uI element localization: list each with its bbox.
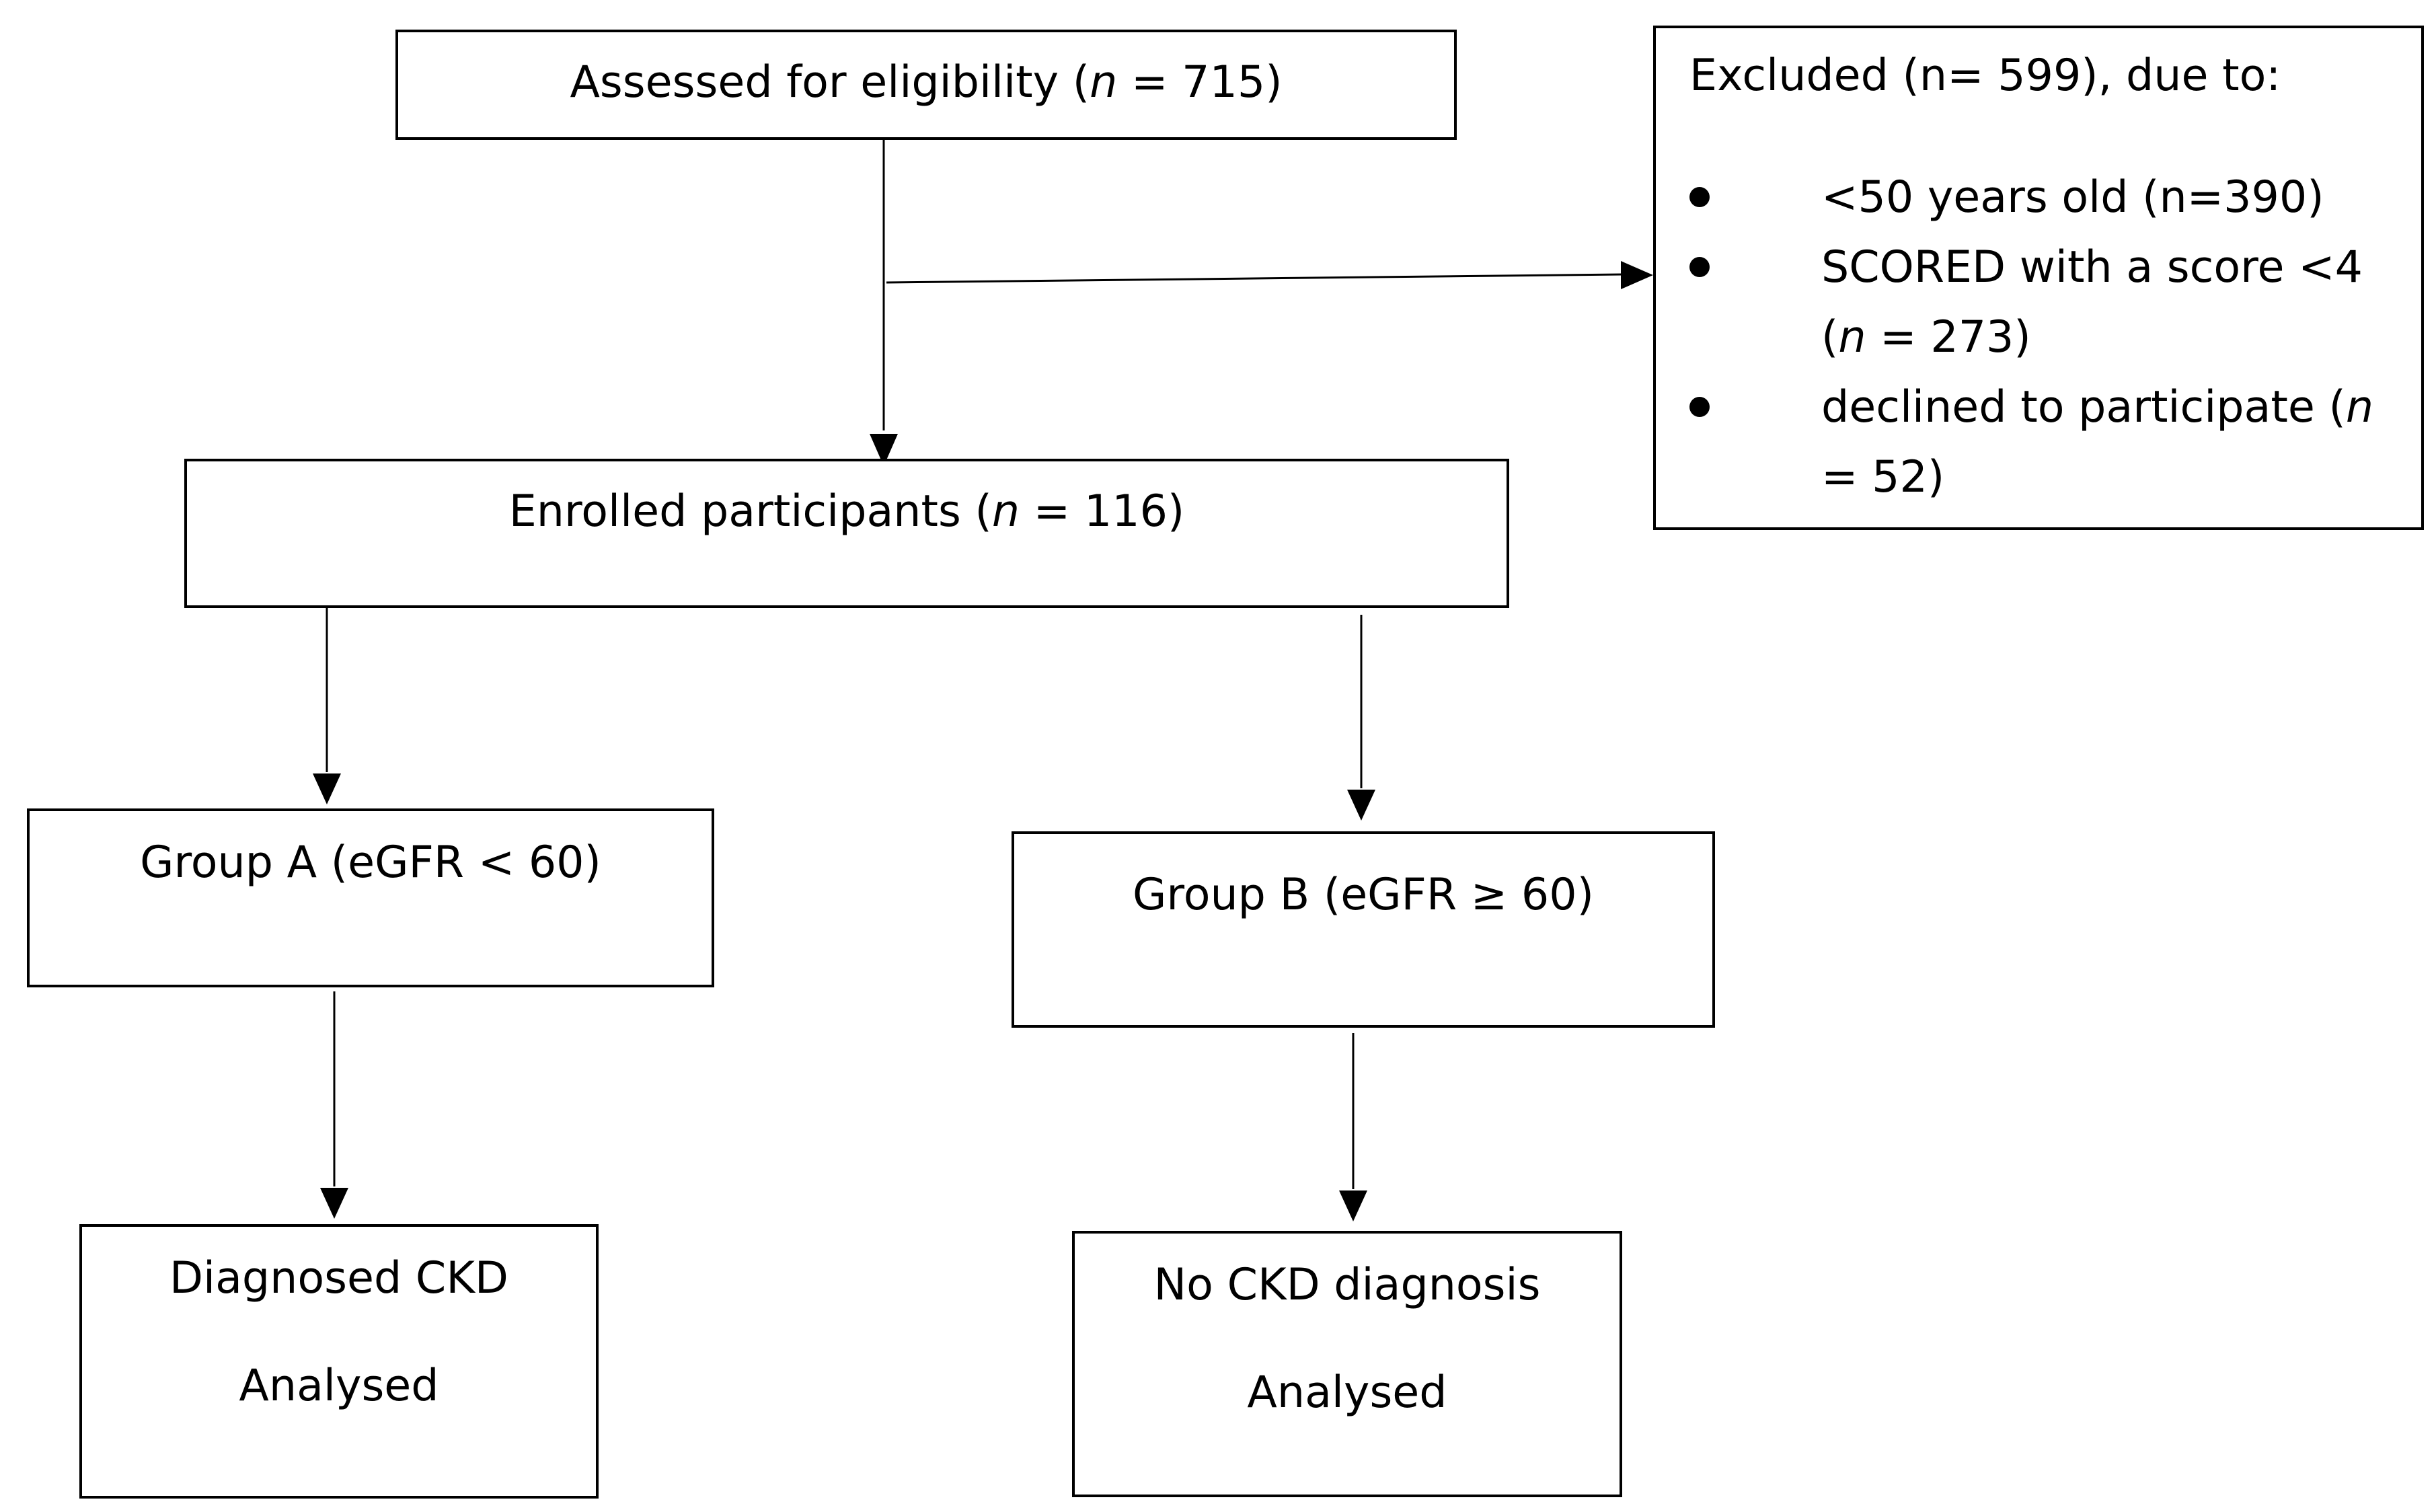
group-b-label: Group B (eGFR ≥ 60) xyxy=(1133,870,1594,920)
group-a-box: Group A (eGFR < 60) xyxy=(27,808,714,987)
reason-2-n-value: = 273) xyxy=(1866,312,2031,363)
arrowhead-excluded xyxy=(1621,261,1653,289)
reason-1-text: <50 years old (n=390) xyxy=(1821,172,2324,223)
outcome-b-box: No CKD diagnosis Analysed xyxy=(1072,1231,1622,1497)
assessed-text: Assessed for eligibility ( xyxy=(570,57,1090,108)
reason-3-n-value: = 52) xyxy=(1821,452,1945,502)
arrowhead-enrolled xyxy=(870,434,898,466)
outcome-a-diagnosis: Diagnosed CKD xyxy=(169,1253,508,1303)
excluded-reason-1: <50 years old (n=390) xyxy=(1821,163,2381,233)
group-b-box: Group B (eGFR ≥ 60) xyxy=(1012,831,1715,1028)
outcome-b-status: Analysed xyxy=(1247,1367,1447,1418)
bullet-3-dot xyxy=(1689,397,1710,417)
arrowhead-group-b xyxy=(1347,790,1375,821)
excluded-heading: Excluded (n= 599), due to: xyxy=(1689,50,2281,101)
outcome-a-status: Analysed xyxy=(239,1361,439,1411)
enrolled-n-value: = 116) xyxy=(1020,486,1185,537)
outcome-a-box: Diagnosed CKD Analysed xyxy=(79,1224,599,1499)
reason-2-text: SCORED with a score <4 ( xyxy=(1821,242,2363,363)
reason-3-n-symbol: n xyxy=(2345,382,2374,432)
group-a-label: Group A (eGFR < 60) xyxy=(140,837,601,888)
arrowhead-group-a xyxy=(313,773,341,804)
excluded-box: Excluded (n= 599), due to: <50 years old… xyxy=(1653,26,2424,530)
assessed-label: Assessed for eligibility (n = 715) xyxy=(398,56,1454,109)
assessed-box: Assessed for eligibility (n = 715) xyxy=(395,30,1457,140)
arrowhead-outcome-a xyxy=(320,1188,348,1219)
assessed-n-value: = 715) xyxy=(1117,57,1283,108)
bullet-2-dot xyxy=(1689,257,1710,277)
arrowhead-outcome-b xyxy=(1339,1190,1367,1221)
excluded-reason-3: declined to participate (n = 52) xyxy=(1821,373,2381,513)
reason-2-n-symbol: n xyxy=(1838,312,1866,363)
arrow-to-excluded xyxy=(886,273,1623,284)
enrolled-box: Enrolled participants (n = 116) xyxy=(184,459,1509,608)
enrolled-text: Enrolled participants ( xyxy=(508,486,992,537)
reason-3-text: declined to participate ( xyxy=(1821,382,2346,432)
bullet-1-dot xyxy=(1689,187,1710,207)
outcome-b-diagnosis: No CKD diagnosis xyxy=(1153,1260,1541,1310)
excluded-reason-2: SCORED with a score <4 (n = 273) xyxy=(1821,233,2381,373)
enrolled-n-symbol: n xyxy=(991,486,1020,537)
enrolled-label: Enrolled participants (n = 116) xyxy=(187,486,1507,538)
assessed-n-symbol: n xyxy=(1090,57,1118,108)
